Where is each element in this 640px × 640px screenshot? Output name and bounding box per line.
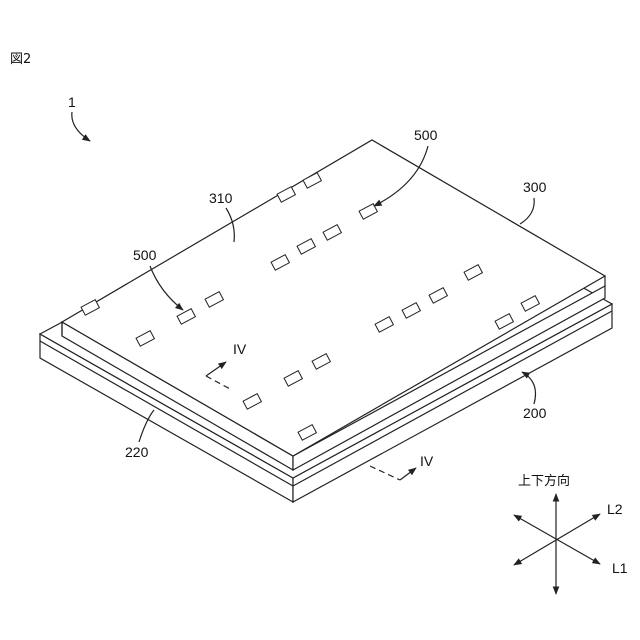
label-device: 1 xyxy=(68,94,76,110)
label-base: 200 xyxy=(523,405,547,421)
leader-cover xyxy=(520,198,534,224)
direction-arrows-icon: 上下方向 L2 L1 xyxy=(514,473,628,594)
label-component-top: 500 xyxy=(414,127,438,143)
leader-device xyxy=(72,112,90,141)
label-cover-surface: 310 xyxy=(209,190,233,206)
section-arrow-bottom xyxy=(400,468,416,480)
label-component-left: 500 xyxy=(133,247,157,263)
axis-l1 xyxy=(514,515,600,564)
label-base-side: 220 xyxy=(125,444,149,460)
label-cover: 300 xyxy=(523,179,547,195)
label-dir-l2: L2 xyxy=(607,501,623,517)
leader-base xyxy=(522,372,536,404)
label-section-bottom: IV xyxy=(420,453,434,469)
label-dir-l1: L1 xyxy=(612,560,628,576)
section-line-bottom xyxy=(370,466,400,480)
label-section-top: IV xyxy=(233,341,247,357)
label-vertical-direction: 上下方向 xyxy=(518,473,570,489)
figure-label: 図2 xyxy=(10,52,31,67)
